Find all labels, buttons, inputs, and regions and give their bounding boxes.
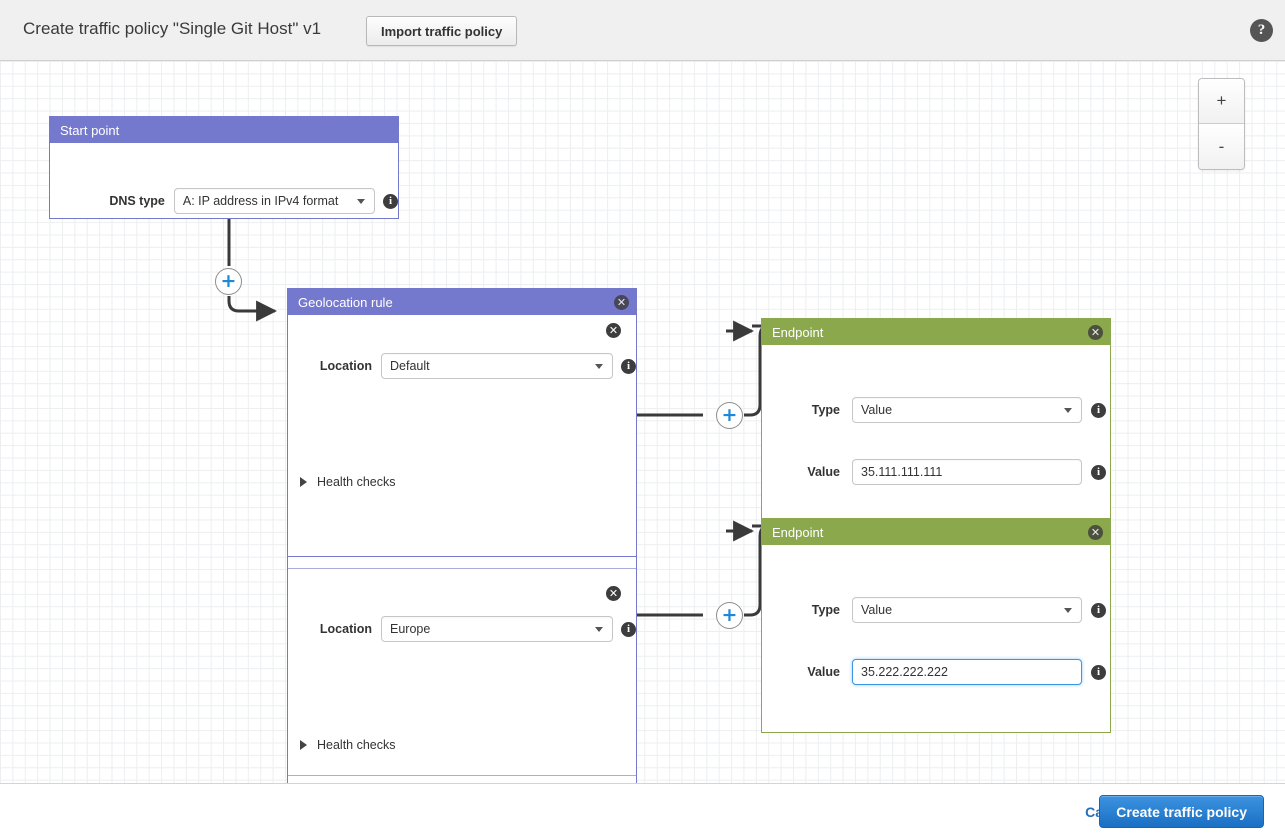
location-2-row: Location Europe i [288, 616, 636, 642]
endpoint-1-value-info-icon[interactable]: i [1091, 464, 1106, 480]
location-2-health-checks-toggle[interactable]: Health checks [300, 738, 396, 752]
endpoint-1-header: Endpoint ✕ [762, 319, 1110, 345]
location-1-health-checks-toggle[interactable]: Health checks [300, 475, 396, 489]
geolocation-rule-card[interactable]: Geolocation rule ✕ ✕ Location Default i … [287, 288, 637, 557]
help-circle-icon[interactable]: ? [1250, 19, 1273, 42]
dns-type-value: A: IP address in IPv4 format [182, 194, 339, 208]
endpoint-2-value-label: Value [807, 665, 840, 679]
geolocation-rule-title: Geolocation rule [298, 294, 393, 310]
endpoint-2-header: Endpoint ✕ [762, 519, 1110, 545]
endpoint-1-close-icon[interactable]: ✕ [1088, 325, 1103, 340]
dns-type-select[interactable]: A: IP address in IPv4 format [173, 188, 375, 214]
endpoint-2-type-value: Value [861, 603, 893, 617]
location-2-label: Location [319, 622, 372, 636]
add-geo-location-button[interactable]: + Add another geo location [288, 775, 636, 783]
geolocation-rule-close-icon[interactable]: ✕ [614, 295, 629, 310]
location-1-label: Location [319, 359, 372, 373]
endpoint-2-value-text: 35.222.222.222 [861, 665, 948, 679]
start-point-card[interactable]: Start point DNS type A: IP address in IP… [49, 116, 399, 219]
endpoint-2-type-label: Type [811, 603, 840, 617]
zoom-in-button[interactable]: + [1199, 79, 1244, 124]
endpoint-1-body: Type Value i Value 35.111.111.111 i [762, 345, 1110, 532]
endpoint-2-type-row: Type Value i [762, 597, 1110, 623]
zoom-out-button[interactable]: - [1199, 124, 1244, 169]
dns-type-row: DNS type A: IP address in IPv4 format i [50, 188, 398, 214]
location-1-remove-icon[interactable]: ✕ [606, 323, 621, 338]
endpoint-2-title: Endpoint [772, 524, 824, 540]
start-point-header: Start point [50, 117, 398, 143]
location-1-select[interactable]: Default [381, 353, 613, 379]
endpoint-1-type-label: Type [811, 403, 840, 417]
connector-node-endpoint-2[interactable]: + [716, 602, 743, 629]
location-1-info-icon[interactable]: i [621, 358, 636, 374]
geolocation-location-2-section[interactable]: ✕ Location Europe i Health checks + Add … [287, 557, 637, 783]
location-1-health-checks-label: Health checks [317, 475, 396, 489]
location-2-select[interactable]: Europe [381, 616, 613, 642]
create-traffic-policy-button[interactable]: Create traffic policy [1099, 795, 1264, 828]
connector-node-endpoint-1[interactable]: + [716, 402, 743, 429]
endpoint-1-title: Endpoint [772, 324, 824, 340]
location-2-value: Europe [390, 622, 431, 636]
location-section-divider [288, 568, 636, 569]
endpoint-2-close-icon[interactable]: ✕ [1088, 525, 1103, 540]
endpoint-2-value-input[interactable]: 35.222.222.222 [852, 659, 1082, 685]
endpoint-2-type-info-icon[interactable]: i [1091, 602, 1106, 618]
location-1-value: Default [390, 359, 430, 373]
endpoint-1-type-info-icon[interactable]: i [1091, 402, 1106, 418]
start-point-title: Start point [60, 122, 120, 138]
dns-type-info-icon[interactable]: i [383, 193, 398, 209]
zoom-controls: + - [1198, 78, 1245, 170]
endpoint-1-value-row: Value 35.111.111.111 i [762, 459, 1110, 485]
endpoint-card-1[interactable]: Endpoint ✕ Type Value i Value 35.111.111… [761, 318, 1111, 533]
chevron-right-icon [300, 477, 307, 487]
location-2-info-icon[interactable]: i [621, 621, 636, 637]
page-title: Create traffic policy "Single Git Host" … [23, 19, 322, 38]
connector-node-start[interactable]: + [215, 268, 242, 295]
endpoint-2-body: Type Value i Value 35.222.222.222 i [762, 545, 1110, 732]
chevron-right-icon [300, 740, 307, 750]
endpoint-1-type-value: Value [861, 403, 893, 417]
app-header: Create traffic policy "Single Git Host" … [0, 0, 1285, 61]
location-2-health-checks-label: Health checks [317, 738, 396, 752]
import-traffic-policy-button[interactable]: Import traffic policy [366, 16, 518, 46]
endpoint-1-type-select[interactable]: Value [852, 397, 1082, 423]
start-point-body: DNS type A: IP address in IPv4 format i [50, 143, 398, 218]
endpoint-card-2[interactable]: Endpoint ✕ Type Value i Value 35.222.222… [761, 518, 1111, 733]
policy-canvas[interactable]: + - + + + Start point DNS type [0, 61, 1285, 783]
endpoint-2-value-info-icon[interactable]: i [1091, 664, 1106, 680]
geolocation-location-1: ✕ Location Default i Health checks [288, 315, 636, 556]
dns-type-label: DNS type [109, 194, 165, 208]
endpoint-1-value-input[interactable]: 35.111.111.111 [852, 459, 1082, 485]
endpoint-1-value-label: Value [807, 465, 840, 479]
location-1-row: Location Default i [288, 353, 636, 379]
endpoint-2-value-row: Value 35.222.222.222 i [762, 659, 1110, 685]
endpoint-2-type-select[interactable]: Value [852, 597, 1082, 623]
location-2-remove-icon[interactable]: ✕ [606, 586, 621, 601]
geolocation-location-2: ✕ Location Europe i Health checks + Add … [288, 557, 636, 783]
geolocation-rule-header: Geolocation rule ✕ [288, 289, 636, 315]
endpoint-1-value-text: 35.111.111.111 [861, 465, 943, 479]
action-bar: Cancel Create traffic policy [0, 783, 1285, 838]
endpoint-1-type-row: Type Value i [762, 397, 1110, 423]
